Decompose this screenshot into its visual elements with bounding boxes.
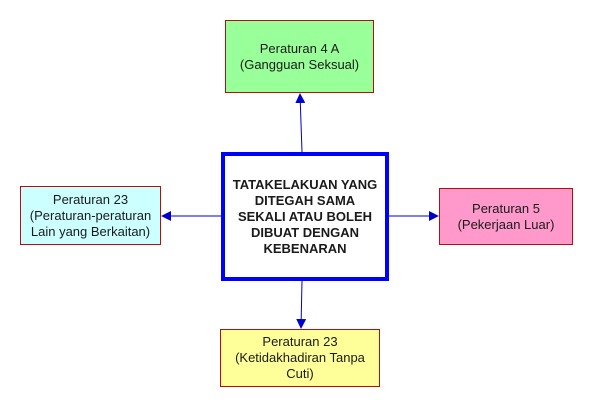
node-bottom-line-2: (Ketidakhadiran Tanpa: [235, 350, 365, 365]
center-line-1: TATAKELAKUAN YANG: [232, 176, 378, 192]
node-top-line-2: (Gangguan Seksual): [239, 56, 360, 72]
node-bottom-line-1: Peraturan 23: [262, 334, 338, 349]
node-peraturan-23-berkaitan: Peraturan 23 (Peraturan-peraturan Lain y…: [20, 186, 161, 245]
node-left-line-1: Peraturan 23: [52, 191, 129, 207]
node-bottom-line-3: Cuti): [286, 366, 314, 381]
arrow-to-top: [295, 93, 306, 153]
node-peraturan-23-cuti: Peraturan 23 (Ketidakhadiran Tanpa Cuti): [220, 329, 380, 387]
node-right-line-2: (Pekerjaan Luar): [457, 216, 555, 232]
node-right-line-1: Peraturan 5: [472, 200, 540, 216]
node-peraturan-5: Peraturan 5 (Pekerjaan Luar): [439, 188, 573, 245]
center-line-3: SEKALI ATAU BOLEH: [237, 208, 373, 224]
node-left-line-3: Lain yang Berkaitan): [30, 223, 151, 239]
arrow-to-bottom: [296, 280, 307, 329]
node-top-line-1: Peraturan 4 A: [259, 40, 340, 56]
node-peraturan-4a: Peraturan 4 A (Gangguan Seksual): [225, 20, 374, 93]
central-node: TATAKELAKUAN YANG DITEGAH SAMA SEKALI AT…: [221, 152, 389, 281]
center-line-2: DITEGAH SAMA: [254, 192, 356, 208]
center-line-4: DIBUAT DENGAN: [250, 224, 360, 240]
node-left-line-2: (Peraturan-peraturan: [29, 207, 152, 223]
center-line-5: KEBENARAN: [263, 240, 347, 256]
